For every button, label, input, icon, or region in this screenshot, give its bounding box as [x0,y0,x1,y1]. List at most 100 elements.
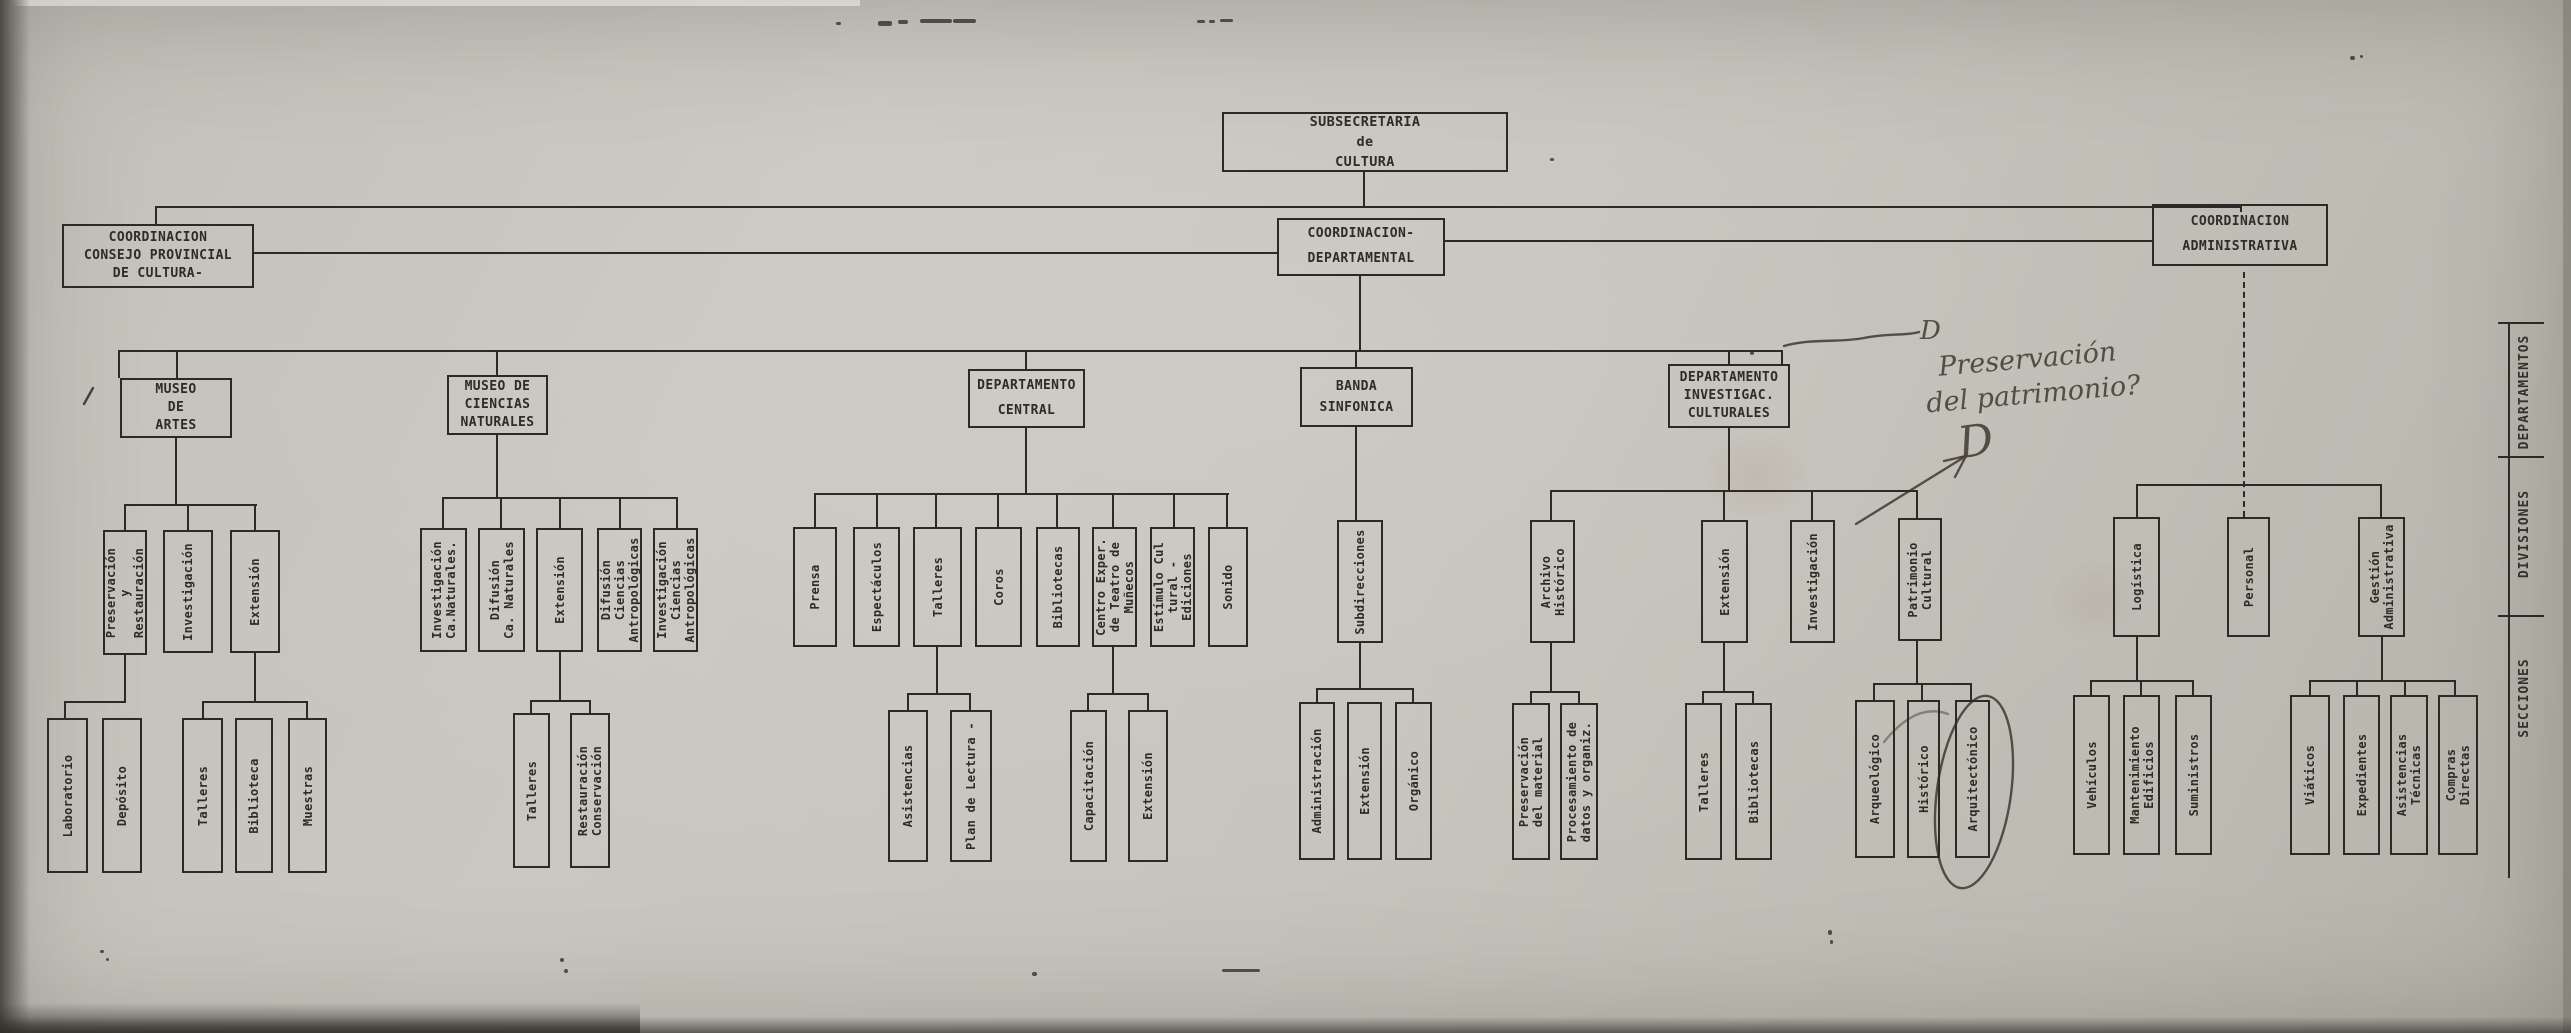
paper-edge-bottom-left [0,1003,640,1033]
node-asistencias: Asistencias [888,710,928,862]
node-label: Prensa [807,564,822,610]
node-extension: Extensión [1128,710,1168,862]
node-arquitectonico: Arquitectónico [1955,700,1990,858]
node-label: Preservación y Restauración [103,547,147,638]
node-label: Procesamiento de datos y organiz. [1564,721,1593,842]
node-investigacion-ca-naturales: Investigación Ca.Naturales. [420,528,467,652]
connector-line [2090,680,2092,697]
ink-smudge [106,958,109,961]
ink-smudge [1828,930,1832,935]
node-gestion-administrativa: Gestión Administrativa [2358,517,2405,637]
paper-edge-left [0,0,30,1033]
node-espectaculos: Espectáculos [853,527,900,647]
ink-smudge [878,21,892,26]
connector-line [500,497,502,530]
connector-line [155,206,2242,208]
node-talleres: Talleres [1685,703,1722,860]
connector-line [1723,643,1725,693]
connector-line [1530,691,1532,705]
connector-line [2498,322,2544,324]
connector-line [124,655,126,703]
node-suministros: Suministros [2175,695,2212,855]
connector-line [1316,688,1414,690]
scale-label-text: DEPARTAMENTOS [2516,334,2532,450]
node-label: Extensión [1357,747,1372,815]
connector-line [1112,647,1114,695]
node-deposito: Depósito [102,718,142,873]
ink-smudge [1032,972,1037,976]
connector-line [1752,691,1754,705]
connector-line [496,350,498,377]
ink-smudge [1550,158,1554,161]
node-centro-exper-de-teatro-de-munecos: Centro Exper. de Teatro de Muñecos [1092,527,1137,647]
node-administracion: Administración [1299,702,1335,860]
node-coordinacion-departamental: COORDINACION- DEPARTAMENTAL [1277,218,1445,276]
node-label: Gestión Administrativa [2367,524,2396,630]
connector-line [907,693,971,695]
connector-line [936,647,938,695]
node-label: Investigación [180,542,195,641]
node-label: Talleres [930,556,945,618]
connector-line [1723,490,1725,522]
node-label: Difusión Ca. Naturales [487,541,516,639]
paper-edge-top [0,0,860,6]
node-label: Viáticos [2302,744,2317,806]
node-label: Personal [2241,546,2256,608]
node-procesamiento-de-datos-y-organiz: Procesamiento de datos y organiz. [1560,703,1598,860]
connector-line [1702,691,1754,693]
handwritten-d-big: D [1954,413,1997,470]
node-difusion-ca-naturales: Difusión Ca. Naturales [478,528,525,652]
connector-line [1781,350,1783,366]
node-patrimonio-cultural: Patrimonio Cultural [1898,518,1942,641]
node-label: Centro Exper. de Teatro de Muñecos [1093,538,1136,636]
connector-line [1550,643,1552,693]
node-label: Biblioteca [246,757,261,834]
node-subsecretaria-de-cultura: SUBSECRETARIA de CULTURA [1222,112,1508,172]
connector-line [1363,172,1365,208]
connector-line [176,350,178,378]
node-label: Bibliotecas [1050,545,1065,629]
ink-smudge [2350,56,2355,60]
connector-line [2380,484,2382,519]
node-prensa: Prensa [793,527,837,647]
connector-line [876,493,878,529]
node-label: Extensión [1717,547,1732,616]
connector-line [1316,688,1318,704]
connector-line [1873,683,1875,702]
node-vehiculos: Vehículos [2073,695,2110,855]
ink-smudge [560,958,564,962]
node-bibliotecas: Bibliotecas [1036,527,1080,647]
connector-line-dashed [2243,272,2245,517]
node-label: Vehículos [2084,741,2099,809]
connector-line [496,435,498,499]
node-label: Estímulo Cul tural - Ediciones [1151,541,1194,633]
connector-line [814,493,1229,495]
node-label: Bibliotecas [1746,740,1761,823]
node-label: Coros [991,568,1006,606]
connector-line [1811,490,1813,522]
node-organico: Orgánico [1395,702,1432,860]
connector-line [187,504,189,532]
paper-stain [1700,430,1810,520]
node-capacitacion: Capacitación [1070,710,1107,862]
node-asistencias-tecnicas: Asistencias Técnicas [2390,695,2428,855]
connector-line [1355,350,1357,369]
connector-line [2192,680,2194,697]
node-label: Extensión [247,557,262,626]
connector-line [1550,490,1552,522]
connector-line [254,653,256,703]
node-preservacion-y-restauracion: Preservación y Restauración [103,530,147,655]
node-mantenimiento-edificios: Mantenimiento Edificios [2123,695,2160,855]
connector-line [1355,427,1357,520]
node-label: Restauración Conservación [575,745,604,836]
connector-line [2498,456,2544,458]
connector-line [1916,490,1918,520]
ink-smudge [1222,969,1260,972]
connector-line [64,701,126,703]
connector-line [1226,493,1228,529]
connector-line [2136,484,2382,486]
connector-line [64,701,66,720]
node-label: Investigación Ciencias Antropológicas [654,537,697,643]
connector-line [1921,683,1923,702]
